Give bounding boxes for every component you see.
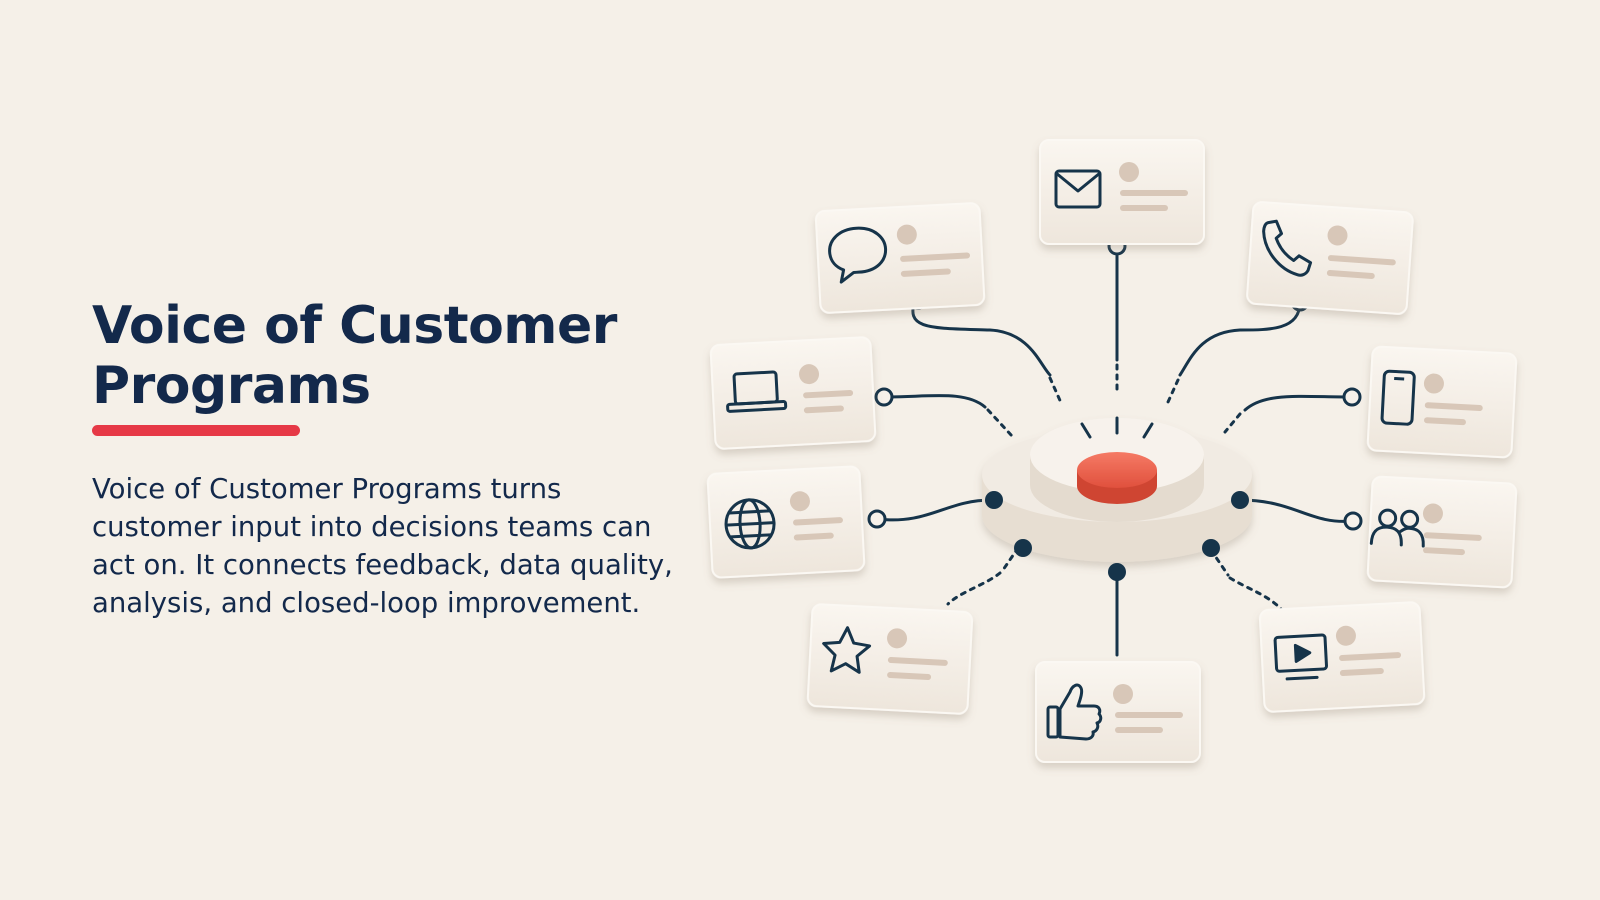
card-placeholder-lines [1119,162,1188,211]
card-placeholder-lines [799,364,854,414]
central-hub [982,418,1252,562]
globe-icon [724,498,776,550]
video-play-icon [1273,633,1328,681]
hub-record-button [1077,452,1157,488]
card-placeholder-lines [1423,373,1483,426]
card-placeholder-lines [1335,625,1402,676]
thumbs-up-icon [1046,683,1103,741]
mobile-phone-icon [1380,369,1416,426]
channel-card-video [1258,601,1426,713]
title-underline-accent [92,425,300,436]
people-icon [1369,508,1425,548]
slide-title: Voice of Customer Programs [92,296,617,416]
channel-card-mobile [1366,345,1518,459]
slide-description: Voice of Customer Programs turns custome… [92,473,673,619]
channel-card-phone [1246,201,1414,315]
star-icon [822,626,872,674]
hub-signal-rays [1080,416,1154,439]
channel-card-star [806,603,974,715]
hub-port-dots [985,491,1249,581]
connector-lines [875,252,1355,657]
channel-card-people [1366,475,1518,589]
laptop-icon [726,370,788,413]
channel-card-laptop [709,336,877,450]
channel-card-email [1039,139,1205,245]
card-placeholder-lines [896,224,971,277]
card-placeholder-lines [1326,225,1396,279]
email-icon [1054,169,1102,209]
channel-card-thumbs-up [1035,661,1201,763]
channel-card-chat [814,202,986,314]
chat-bubble-icon [828,226,888,284]
card-placeholder-lines [789,491,843,541]
phone-icon [1262,219,1313,277]
card-placeholder-lines [1422,503,1482,556]
card-placeholder-lines [887,628,948,681]
channel-card-globe [706,465,866,579]
card-placeholder-lines [1113,684,1183,733]
